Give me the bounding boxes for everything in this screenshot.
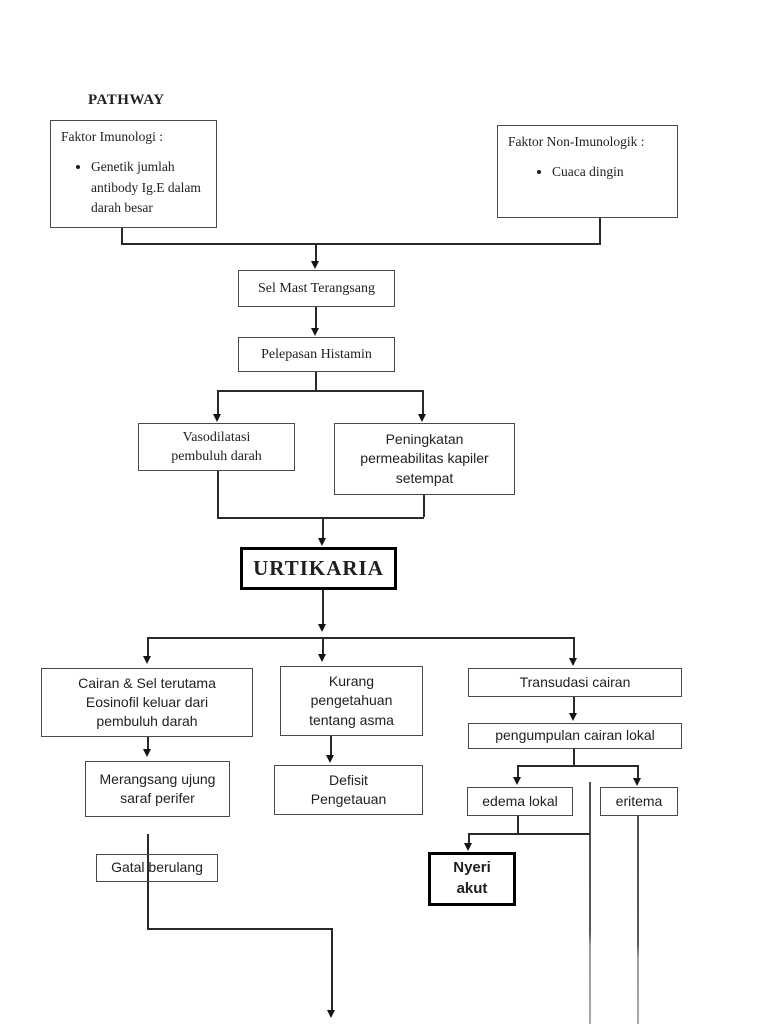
arrowhead-to-merangsang (143, 749, 151, 757)
faktor-non-imunologik-bullet-list: Cuaca dingin (508, 162, 645, 183)
arrowhead-to-edema (513, 777, 521, 785)
node-pelepasan-histamin: Pelepasan Histamin (238, 337, 395, 372)
connector-vasodilatasi-down (217, 471, 219, 517)
connector-urtikaria-down (322, 590, 324, 625)
connector-pengumpulan-down (573, 749, 575, 765)
connector-to-transudasi (573, 637, 575, 659)
node-nyeri-akut-label: Nyeri akut (453, 859, 491, 897)
arrowhead-to-urtikaria (318, 538, 326, 546)
node-transudasi: Transudasi cairan (468, 668, 682, 697)
connector-to-kurang (322, 637, 324, 655)
node-pelepasan-histamin-label: Pelepasan Histamin (261, 346, 372, 362)
node-urtikaria: URTIKARIA (240, 547, 397, 590)
node-merangsang-label: Merangsang ujung saraf perifer (99, 770, 216, 806)
arrowhead-to-defisit (326, 755, 334, 763)
connector-to-vasodilatasi (217, 390, 219, 415)
connector-split-edema-eritema (517, 765, 638, 767)
node-kurang-pengetahuan: Kurang pengetahuan tentang asma (280, 666, 423, 736)
arrowhead-to-pengumpulan (569, 713, 577, 721)
node-merangsang: Merangsang ujung saraf perifer (85, 761, 230, 817)
node-peningkatan-label: Peningkatan permeabilitas kapiler setemp… (360, 431, 489, 486)
node-urtikaria-label: URTIKARIA (253, 556, 384, 581)
arrowhead-to-peningkatan (418, 414, 426, 422)
connector-pelepasan-down (315, 372, 317, 391)
connector-to-nyeri (468, 833, 470, 844)
arrowhead-urtikaria-down (318, 624, 326, 632)
node-faktor-imunologi-bullet: Genetik jumlah antibody Ig.E dalam darah… (91, 157, 206, 220)
node-eritema-label: eritema (615, 792, 663, 809)
node-eritema: eritema (600, 787, 678, 816)
connector-split-histamin (217, 390, 423, 392)
connector-faktor-non-imunologik-down (599, 218, 601, 244)
connector-to-peningkatan (422, 390, 424, 415)
connector-edema-to-nyeri (468, 833, 590, 835)
connector-to-urtikaria (322, 517, 324, 539)
node-peningkatan: Peningkatan permeabilitas kapiler setemp… (334, 423, 515, 495)
node-defisit: Defisit Pengetauan (274, 765, 423, 815)
arrowhead-gatal-offpage (327, 1010, 335, 1018)
connector-to-pengumpulan (573, 697, 575, 714)
connector-three-way-split (147, 637, 574, 639)
node-vasodilatasi-label: Vasodilatasi pembuluh darah (171, 429, 262, 464)
node-vasodilatasi: Vasodilatasi pembuluh darah (138, 423, 295, 471)
connector-faktor-imunologi-down (121, 228, 123, 244)
node-pengumpulan: pengumpulan cairan lokal (468, 723, 682, 749)
connector-merge-urtikaria (217, 517, 424, 519)
node-faktor-non-imunologik-heading: Faktor Non-Imunologik : (508, 134, 645, 149)
arrowhead-to-nyeri (464, 843, 472, 851)
node-sel-mast-label: Sel Mast Terangsang (258, 280, 375, 296)
node-gatal-berulang-label: Gatal berulang (111, 859, 203, 876)
connector-to-eritema (637, 765, 639, 779)
node-cairan-sel: Cairan & Sel terutama Eosinofil keluar d… (41, 668, 253, 737)
node-pengumpulan-label: pengumpulan cairan lokal (495, 727, 655, 744)
connector-gatal-horizontal (147, 928, 332, 930)
node-transudasi-label: Transudasi cairan (519, 673, 631, 690)
faktor-imunologi-bullet-list: Genetik jumlah antibody Ig.E dalam darah… (61, 157, 206, 220)
arrowhead-to-eritema (633, 778, 641, 786)
arrowhead-to-vasodilatasi (213, 414, 221, 422)
connector-gatal-down-offpage (331, 928, 333, 1011)
node-edema-lokal: edema lokal (467, 787, 573, 816)
connector-factors-merge (121, 243, 601, 245)
page-title: PATHWAY (88, 92, 165, 108)
connector-to-sel-mast (315, 243, 317, 262)
node-edema-lokal-label: edema lokal (482, 792, 558, 809)
connector-to-cairan-sel (147, 637, 149, 657)
arrowhead-to-sel-mast (311, 261, 319, 269)
connector-long-vertical-eritema (637, 816, 639, 1024)
node-defisit-label: Defisit Pengetauan (310, 771, 387, 807)
arrowhead-to-kurang (318, 654, 326, 662)
arrowhead-to-pelepasan (311, 328, 319, 336)
node-sel-mast: Sel Mast Terangsang (238, 270, 395, 307)
node-nyeri-akut: Nyeri akut (428, 852, 516, 906)
node-cairan-sel-label: Cairan & Sel terutama Eosinofil keluar d… (78, 674, 216, 730)
connector-to-defisit (330, 736, 332, 756)
node-kurang-pengetahuan-label: Kurang pengetahuan tentang asma (309, 673, 394, 728)
node-gatal-berulang: Gatal berulang (96, 854, 218, 882)
node-faktor-non-imunologik-bullet: Cuaca dingin (552, 162, 645, 183)
connector-to-edema (517, 765, 519, 778)
arrowhead-to-transudasi (569, 658, 577, 666)
connector-peningkatan-down (423, 495, 425, 517)
node-faktor-imunologi-heading: Faktor Imunologi : (61, 129, 163, 144)
node-faktor-non-imunologik: Faktor Non-Imunologik : Cuaca dingin (497, 125, 678, 218)
node-faktor-imunologi: Faktor Imunologi : Genetik jumlah antibo… (50, 120, 217, 228)
connector-to-pelepasan (315, 307, 317, 329)
arrowhead-to-cairan-sel (143, 656, 151, 664)
connector-long-vertical-left (589, 782, 591, 1024)
connector-to-merangsang (147, 737, 149, 750)
connector-edema-down (517, 816, 519, 833)
